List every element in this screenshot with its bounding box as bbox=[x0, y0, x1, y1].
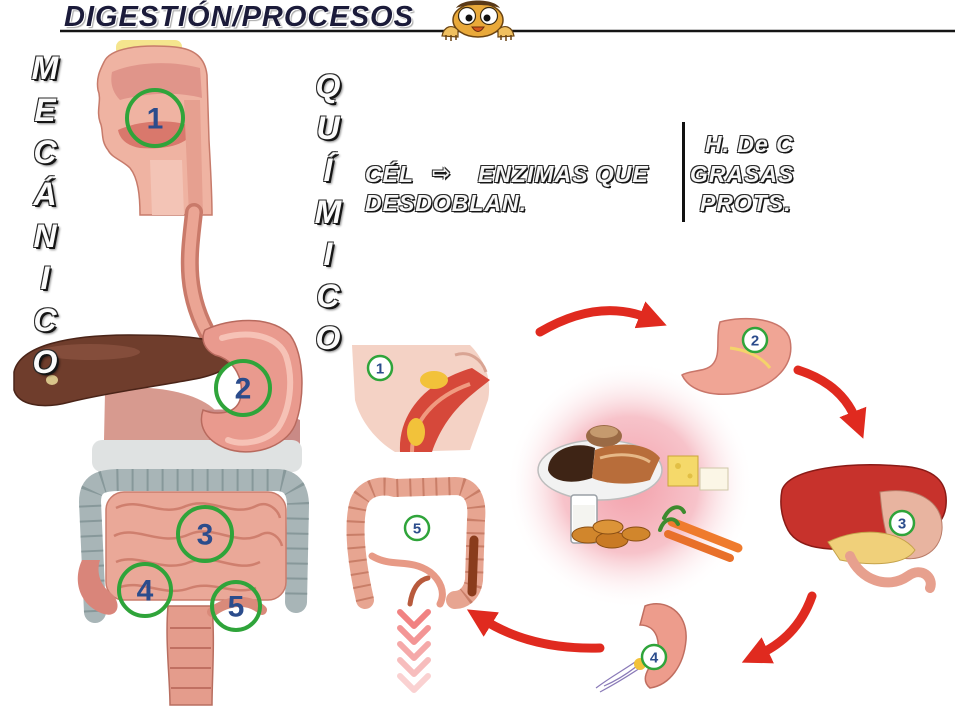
small-intestine bbox=[105, 491, 287, 601]
cycle-marker-number: 2 bbox=[751, 333, 759, 350]
red-curved-arrow-icon bbox=[741, 591, 817, 664]
red-curved-arrow-icon bbox=[466, 609, 605, 653]
food-plate-illustration bbox=[506, 361, 754, 609]
red-curved-arrow-icon bbox=[793, 365, 867, 439]
anatomy-marker-number: 3 bbox=[197, 519, 214, 552]
cell-label: CÉL bbox=[365, 161, 414, 187]
slide-title: DIGESTIÓN/PROCESOS bbox=[64, 1, 414, 33]
enzymes-label: ENZIMAS QUE bbox=[478, 161, 649, 187]
anatomy-marker-number: 1 bbox=[147, 103, 164, 136]
stomach bbox=[200, 319, 303, 453]
anatomy-marker-1: 1 bbox=[125, 88, 185, 148]
breakdown-label: DESDOBLAN. bbox=[365, 190, 528, 216]
substrate-fats: GRASAS bbox=[690, 161, 795, 187]
cycle-stomach bbox=[681, 317, 792, 395]
substrate-carbohydrates: H. De C bbox=[705, 131, 794, 157]
digestive-system-illustration: 1 2 3 4 5 bbox=[13, 40, 310, 706]
mechanical-process-label: MECÁNICO bbox=[27, 50, 63, 386]
cycle-marker-3: 3 bbox=[888, 509, 916, 537]
anatomy-marker-4: 4 bbox=[117, 562, 173, 618]
head-cross-section bbox=[96, 45, 213, 216]
anatomy-marker-number: 5 bbox=[228, 591, 245, 624]
digestion-cycle-diagram: 1 2 3 4 5 bbox=[346, 301, 947, 693]
cycle-marker-number: 4 bbox=[650, 650, 659, 667]
chemical-process-label: QUÍMICO bbox=[310, 68, 346, 362]
downward-chevrons-icon bbox=[397, 609, 431, 693]
cycle-marker-number: 1 bbox=[376, 361, 384, 378]
cycle-colon bbox=[346, 476, 486, 609]
red-curved-arrow-icon bbox=[535, 301, 667, 337]
cecum bbox=[77, 560, 118, 615]
anatomy-marker-number: 2 bbox=[235, 373, 252, 406]
cycle-duodenum bbox=[595, 603, 687, 693]
cycle-marker-number: 3 bbox=[898, 516, 906, 533]
right-arrow-icon: ⇨ bbox=[432, 161, 452, 186]
bracket-divider bbox=[682, 122, 685, 222]
substrate-proteins: PROTS. bbox=[700, 190, 792, 216]
cycle-marker-2: 2 bbox=[741, 326, 769, 354]
cycle-marker-number: 5 bbox=[413, 521, 421, 538]
anatomy-marker-2: 2 bbox=[214, 359, 272, 417]
anatomy-marker-5: 5 bbox=[210, 580, 262, 632]
liver bbox=[13, 334, 237, 407]
cycle-liver bbox=[780, 464, 947, 593]
cycle-marker-4: 4 bbox=[640, 643, 668, 671]
anatomy-marker-3: 3 bbox=[176, 505, 234, 563]
anatomy-marker-number: 4 bbox=[137, 575, 154, 608]
cycle-marker-5: 5 bbox=[403, 514, 431, 542]
cartoon-mascot-icon bbox=[441, 0, 515, 41]
cycle-marker-1: 1 bbox=[366, 354, 394, 382]
